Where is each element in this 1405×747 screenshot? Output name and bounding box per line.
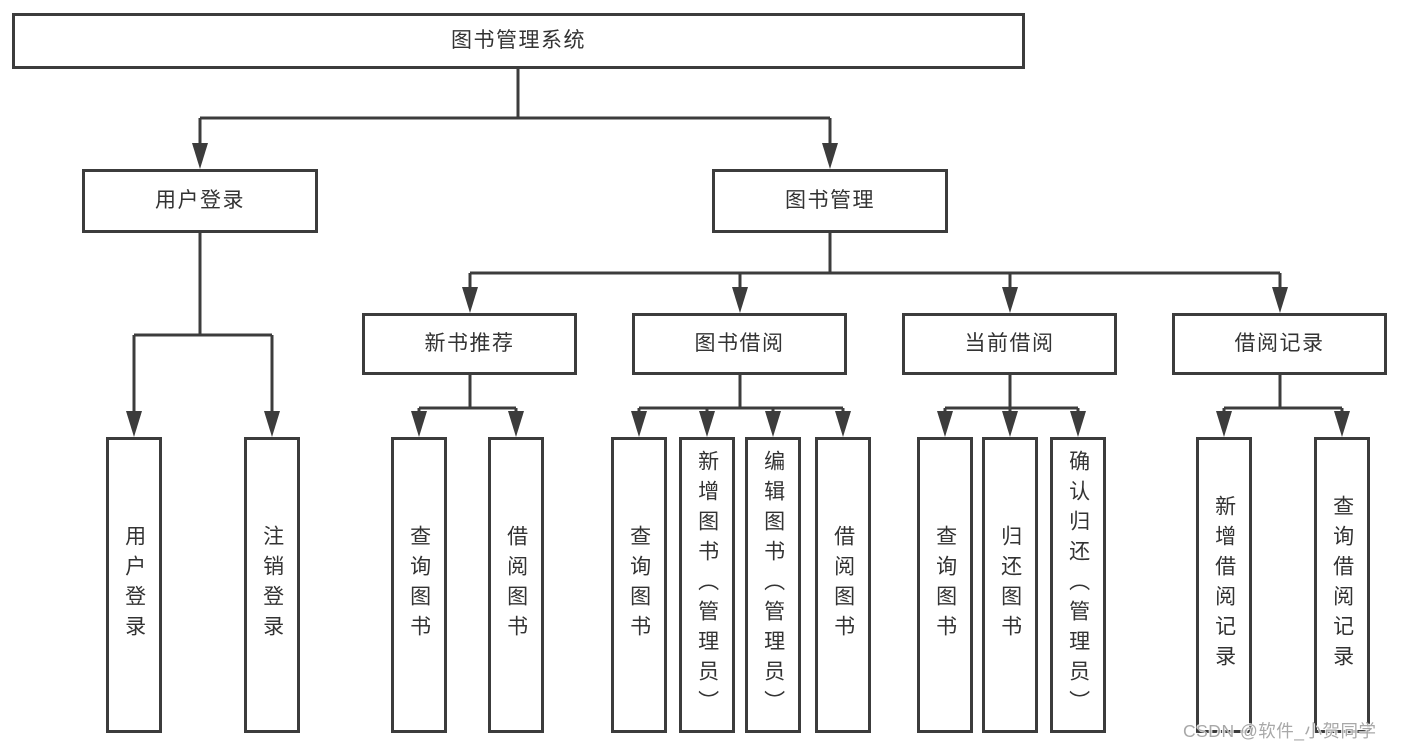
arrow-icon: [508, 411, 524, 437]
leaf-query-books-borrowing: 查询图书: [611, 437, 667, 733]
leaf-user-login: 用户登录: [106, 437, 162, 733]
node-current-borrowing: 当前借阅: [902, 313, 1117, 375]
arrow-icon: [631, 411, 647, 437]
arrow-icon: [1070, 411, 1086, 437]
connector-newbook-children: [417, 375, 518, 413]
arrow-icon: [765, 411, 781, 437]
arrow-icon: [699, 411, 715, 437]
arrow-icon: [1002, 287, 1018, 313]
node-root-system: 图书管理系统: [12, 13, 1025, 69]
arrow-icon: [126, 411, 142, 437]
arrow-icon: [462, 287, 478, 313]
leaf-logout: 注销登录: [244, 437, 300, 733]
arrow-icon: [822, 143, 838, 169]
node-book-management: 图书管理: [712, 169, 948, 233]
connector-bookborrow-children: [637, 375, 845, 413]
arrow-icon: [1334, 411, 1350, 437]
leaf-edit-books-admin: 编辑图书（管理员）: [745, 437, 801, 733]
arrow-icon: [1272, 287, 1288, 313]
node-borrow-records: 借阅记录: [1172, 313, 1387, 375]
connector-bookmgmt-children: [468, 233, 1282, 288]
connector-currentborrow-children: [943, 375, 1080, 413]
leaf-add-borrow-record: 新增借阅记录: [1196, 437, 1252, 733]
leaf-borrow-books-recommend: 借阅图书: [488, 437, 544, 733]
csdn-watermark: CSDN @软件_小贺同学: [1183, 721, 1377, 741]
leaf-confirm-return-admin: 确认归还（管理员）: [1050, 437, 1106, 733]
arrow-icon: [192, 143, 208, 169]
arrowheads: [126, 143, 1350, 437]
connector-root-to-level2: [198, 69, 832, 144]
leaf-query-books-current: 查询图书: [917, 437, 973, 733]
leaf-query-borrow-record: 查询借阅记录: [1314, 437, 1370, 733]
arrow-icon: [264, 411, 280, 437]
node-new-book-recommend: 新书推荐: [362, 313, 577, 375]
leaf-query-books-recommend: 查询图书: [391, 437, 447, 733]
arrow-icon: [411, 411, 427, 437]
node-user-login: 用户登录: [82, 169, 318, 233]
leaf-return-books: 归还图书: [982, 437, 1038, 733]
arrow-icon: [835, 411, 851, 437]
leaf-borrow-books: 借阅图书: [815, 437, 871, 733]
connector-userlogin-children: [132, 233, 274, 412]
arrow-icon: [1002, 411, 1018, 437]
arrow-icon: [937, 411, 953, 437]
arrow-icon: [1216, 411, 1232, 437]
node-book-borrowing: 图书借阅: [632, 313, 847, 375]
leaf-add-books-admin: 新增图书（管理员）: [679, 437, 735, 733]
arrow-icon: [732, 287, 748, 313]
connector-borrowrecords-children: [1222, 375, 1344, 413]
